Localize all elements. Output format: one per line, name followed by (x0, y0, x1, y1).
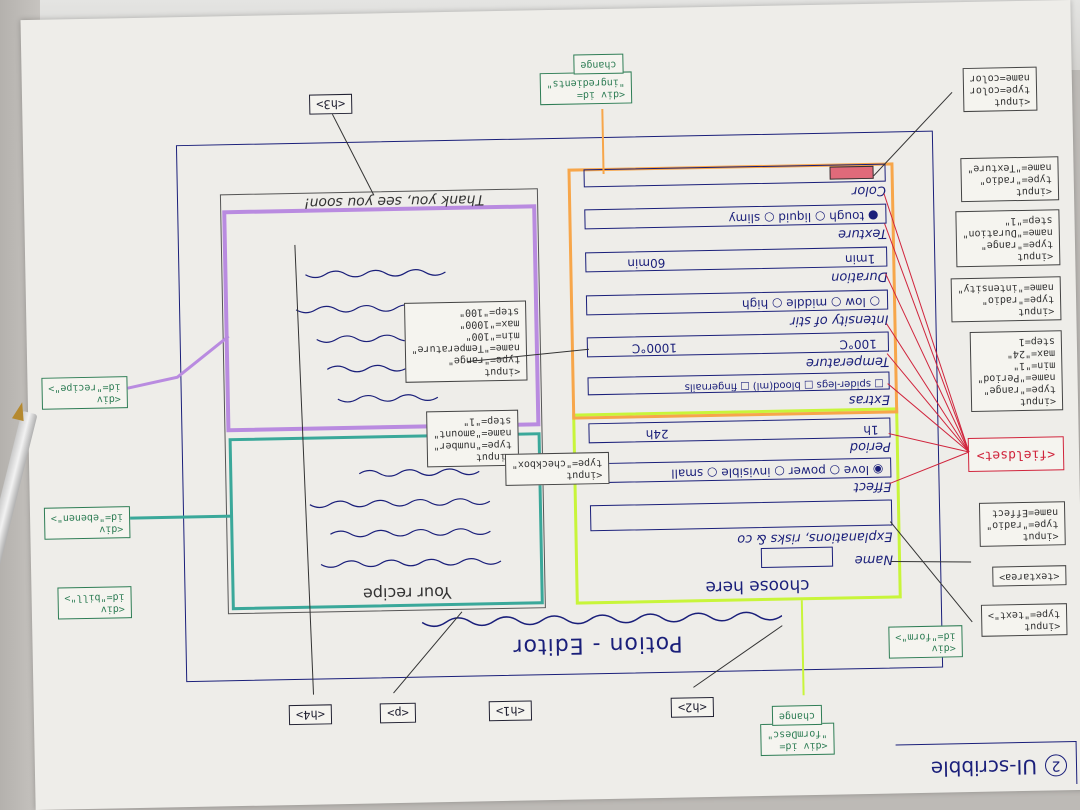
sketch-upright-layer: Potion - Editor choose here Name Explana… (21, 0, 1080, 810)
connector-lines (127, 91, 973, 696)
title-underline-squiggle (421, 611, 783, 628)
badge-text: UI-scribble (930, 754, 1038, 781)
paper-sheet: Potion - Editor choose here Name Explana… (20, 0, 1080, 810)
recipe-placeholder-lines (295, 269, 502, 568)
